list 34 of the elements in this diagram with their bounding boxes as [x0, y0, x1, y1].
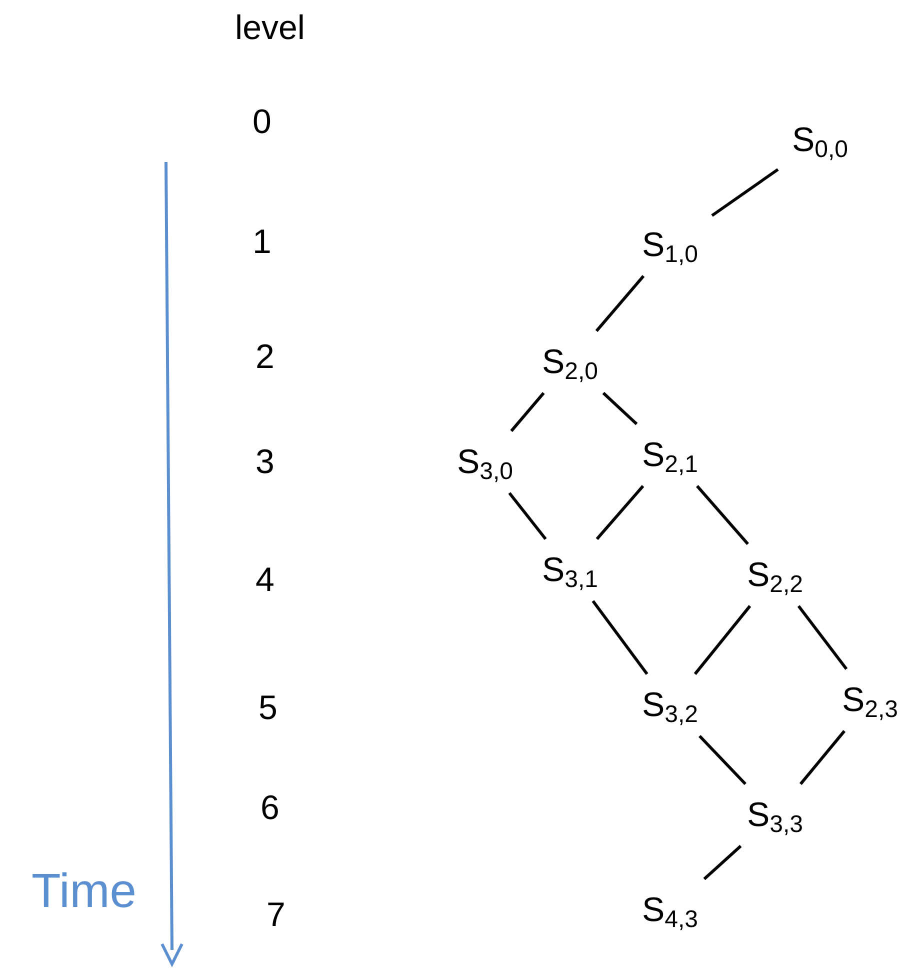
connector-line [694, 605, 752, 675]
state-label: S$_{3,3}$ [734, 786, 816, 844]
connector-line [602, 392, 638, 426]
state-label: S$_{3,0}$ [444, 433, 526, 491]
level-number: 5 [258, 691, 278, 725]
connector-line [592, 600, 648, 675]
connector-line [799, 730, 846, 785]
connector-line [711, 168, 779, 217]
state-label: S$_{0,0}$ [780, 111, 860, 169]
level-number: 3 [256, 445, 274, 479]
connector-line [696, 485, 749, 545]
connector-line [797, 605, 848, 670]
connector-line [595, 275, 645, 332]
state-label: S$_{3,2}$ [630, 676, 710, 734]
state-label: S$_{3,1}$ [530, 541, 610, 599]
axis-title: Time [32, 868, 136, 916]
level-number: 2 [256, 340, 274, 374]
level-number: 6 [260, 791, 280, 825]
state-label: S$_{2,3}$ [830, 671, 910, 729]
state-label: S$_{2,0}$ [530, 333, 610, 391]
level-number: 7 [266, 898, 286, 932]
state-label: S$_{2,2}$ [734, 546, 816, 604]
level-number: 1 [252, 225, 272, 259]
state-label: S$_{4,3}$ [630, 881, 710, 939]
level-number: 0 [252, 105, 272, 139]
state-label: S$_{1,0}$ [630, 216, 710, 274]
connector-line [508, 492, 547, 540]
level-number: 4 [256, 563, 274, 597]
connector-line [510, 392, 545, 432]
connector-line [703, 844, 742, 880]
state-label: S$_{2,1}$ [630, 426, 710, 484]
connector-line [698, 734, 746, 786]
connector-line [596, 485, 644, 540]
column-heading: level [235, 11, 305, 45]
